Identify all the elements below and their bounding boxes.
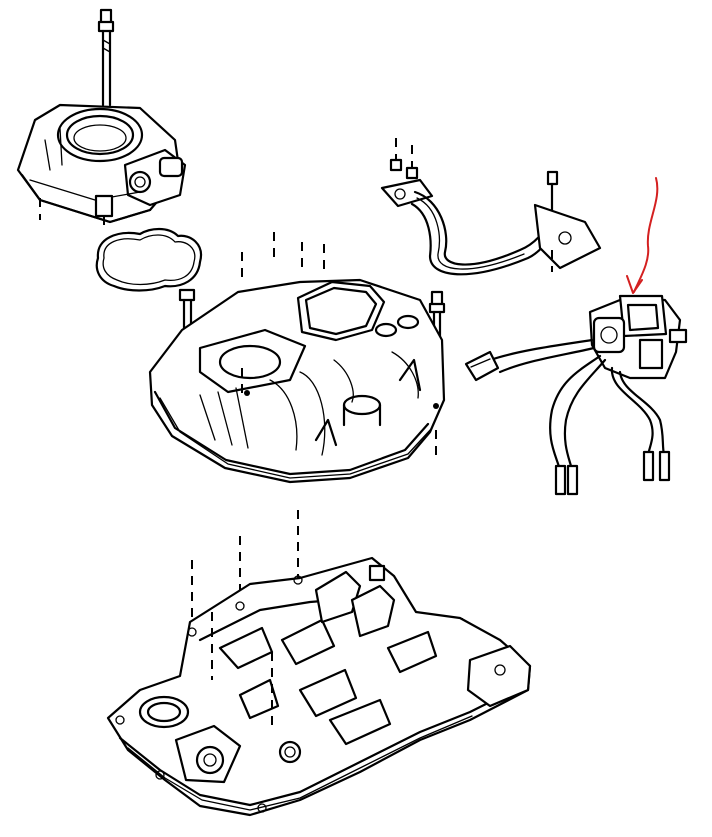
throttle-body xyxy=(16,8,187,232)
throttle-body-stud xyxy=(97,8,115,107)
lower-intake-manifold xyxy=(106,510,532,817)
upper-intake-plenum xyxy=(148,232,446,484)
throttle-body-gasket xyxy=(95,227,203,292)
red-annotation-arrow xyxy=(626,177,659,294)
fuel-injector-assembly xyxy=(464,294,688,496)
fuel-line-assembly xyxy=(380,138,602,276)
